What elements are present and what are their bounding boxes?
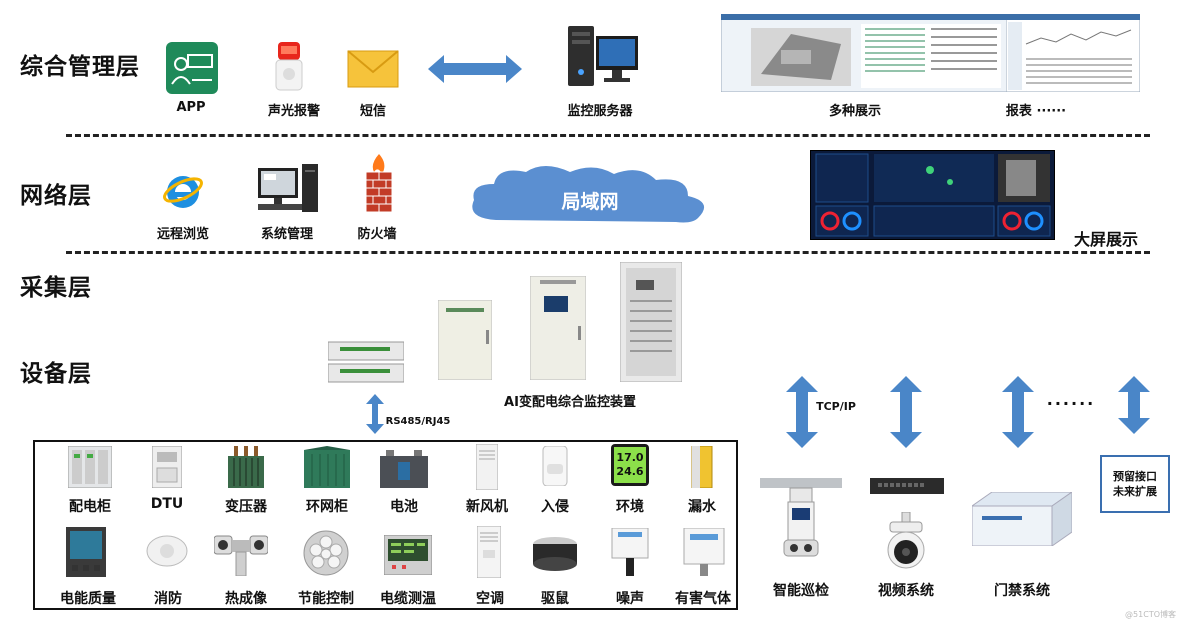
sms-label: 短信	[359, 104, 387, 119]
reserve-line2: 未来扩展	[1113, 485, 1157, 498]
alarm-icon	[272, 42, 306, 94]
dome-camera-icon	[884, 512, 928, 570]
device-label: 电池	[390, 499, 418, 515]
vertical-arrow-icon	[1118, 376, 1150, 434]
ring-main-unit-icon	[304, 446, 350, 488]
watermark: @51CTO博客	[1125, 610, 1176, 619]
display-label: 多种展示	[828, 104, 882, 119]
device-label: 新风机	[466, 499, 508, 515]
dtu-icon	[152, 446, 182, 488]
smoke-detector-icon	[146, 534, 188, 568]
device-label: 入侵	[541, 499, 569, 515]
server-label: 监控服务器	[567, 104, 633, 119]
patrol-robot-icon	[760, 474, 842, 570]
distribution-cabinet-icon	[68, 446, 112, 488]
sysmgmt-label: 系统管理	[260, 227, 314, 242]
environment-sensor-icon	[611, 444, 649, 486]
device-label: 有害气体	[675, 591, 731, 607]
access-control-box-icon	[972, 492, 1072, 546]
cloud-icon	[466, 162, 716, 226]
thermal-camera-icon	[214, 528, 268, 576]
separator-line	[66, 134, 1150, 137]
cable-temp-monitor-icon	[384, 535, 432, 575]
display-screenshot-image	[721, 14, 1007, 92]
device-label: 环网柜	[306, 499, 348, 515]
rodent-repeller-icon	[532, 536, 578, 572]
vertical-arrow-icon	[1002, 376, 1034, 448]
app-label: APP	[176, 100, 206, 115]
envelope-icon	[347, 50, 399, 88]
device-label: 热成像	[225, 591, 267, 607]
device-label: 配电柜	[69, 499, 111, 515]
layer-title-device: 设备层	[20, 361, 92, 387]
browse-label: 远程浏览	[156, 227, 210, 242]
double-arrow-icon	[428, 55, 522, 83]
vertical-arrow-icon	[786, 376, 818, 448]
device-box	[33, 440, 738, 610]
layer-title-network: 网络层	[20, 183, 92, 209]
device-label: DTU	[150, 496, 184, 512]
monitor-cabinet-small	[438, 300, 492, 380]
app-icon	[166, 42, 218, 94]
lan-label: 局域网	[561, 191, 619, 213]
layer-title-management: 综合管理层	[20, 54, 140, 80]
vertical-arrow-icon	[890, 376, 922, 448]
env-readout-humidity: 24.6	[616, 465, 644, 478]
firewall-icon	[364, 154, 394, 212]
power-quality-meter-icon	[66, 527, 106, 577]
water-leak-sensor-icon	[690, 446, 714, 488]
battery-icon	[380, 446, 428, 488]
device-label: 电缆测温	[380, 591, 436, 607]
rs485-label: RS485/RJ45	[385, 416, 451, 427]
env-readout-temp: 17.0	[616, 451, 644, 464]
network-switch-icon	[870, 478, 944, 494]
video-label: 视频系统	[878, 583, 934, 599]
energy-saving-light-icon	[302, 530, 350, 576]
separator-line	[66, 251, 1150, 254]
intrusion-sensor-icon	[541, 446, 569, 486]
reserved-interface-box: 预留接口 未来扩展	[1100, 455, 1170, 513]
patrol-label: 智能巡检	[773, 583, 829, 599]
big-screen-image	[810, 150, 1055, 240]
computer-icon	[258, 164, 320, 214]
device-label: 消防	[154, 591, 182, 607]
reserve-line1: 预留接口	[1113, 470, 1157, 483]
air-conditioner-icon	[477, 526, 501, 578]
monitor-cabinet-large	[620, 262, 682, 382]
bigscreen-label: 大屏展示	[1073, 230, 1139, 249]
device-label: 漏水	[688, 499, 716, 515]
ai-device-label: AI变配电综合监控装置	[504, 395, 636, 410]
vertical-arrow-icon	[366, 394, 384, 434]
layer-title-collect: 采集层	[20, 275, 92, 301]
access-label: 门禁系统	[994, 583, 1050, 599]
firewall-label: 防火墙	[357, 227, 397, 242]
device-label: 节能控制	[298, 591, 354, 607]
device-label: 环境	[616, 499, 644, 515]
tcpip-label: TCP/IP	[816, 400, 856, 413]
transformer-icon	[224, 446, 268, 488]
monitor-cabinet-medium	[530, 276, 586, 380]
device-label: 空调	[476, 591, 504, 607]
device-label: 驱鼠	[541, 591, 569, 607]
report-label: 报表 ······	[1005, 104, 1067, 119]
device-label: 噪声	[616, 591, 644, 607]
alarm-label: 声光报警	[267, 104, 321, 119]
noise-sensor-icon	[610, 528, 650, 576]
collector-rack-device	[328, 340, 404, 386]
browser-icon	[162, 170, 204, 212]
ellipsis-label: ······	[1046, 394, 1096, 413]
fresh-air-unit-icon	[476, 444, 498, 490]
device-label: 变压器	[225, 499, 267, 515]
server-icon	[566, 26, 640, 88]
report-screenshot-image	[1006, 14, 1140, 92]
gas-sensor-icon	[682, 528, 726, 576]
device-label: 电能质量	[60, 591, 116, 607]
